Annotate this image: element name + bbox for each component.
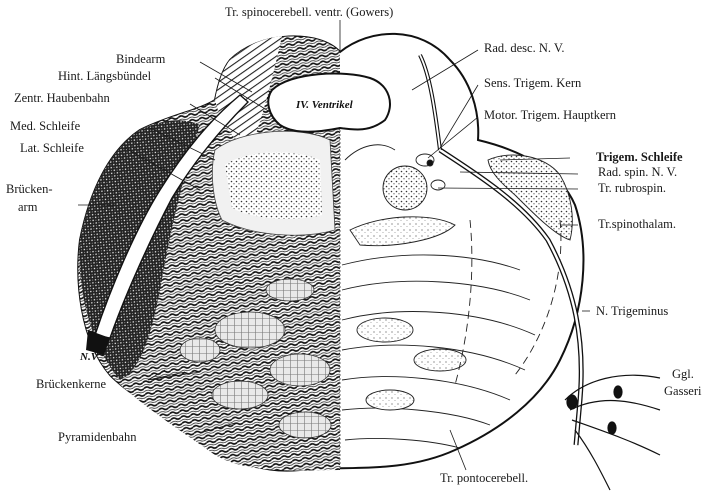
label-tr-pontocerebell: Tr. pontocerebell. xyxy=(440,471,528,485)
label-rad-spin-n-v: Rad. spin. N. V. xyxy=(598,165,677,179)
label-bindearm: Bindearm xyxy=(116,52,166,66)
label-hint-laengsbuendel: Hint. Längsbündel xyxy=(58,69,152,83)
label-n-trigeminus: N. Trigeminus xyxy=(596,304,668,318)
label-tr-spinothalam: Tr.spinothalam. xyxy=(598,217,676,231)
label-pyramidenbahn: Pyramidenbahn xyxy=(58,430,137,444)
label-iv-ventrikel: IV. Ventrikel xyxy=(295,99,354,111)
label-rad-desc-n-v: Rad. desc. N. V. xyxy=(484,41,564,55)
label-brueckenarm-1: Brücken- xyxy=(6,182,53,196)
label-lat-schleife: Lat. Schleife xyxy=(20,141,84,155)
label-sens-trigem-kern: Sens. Trigem. Kern xyxy=(484,76,582,90)
label-zentr-haubenbahn: Zentr. Haubenbahn xyxy=(14,91,111,105)
label-gasseri: Gasseri xyxy=(664,384,702,398)
label-tr-spinocerebell-ventr: Tr. spinocerebell. ventr. (Gowers) xyxy=(225,5,393,19)
label-med-schleife: Med. Schleife xyxy=(10,119,81,133)
label-ggl: Ggl. xyxy=(672,367,694,381)
label-n-v-root: N.V xyxy=(79,351,100,363)
label-trigem-schleife: Trigem. Schleife xyxy=(596,150,683,164)
label-motor-trigem-hauptkern: Motor. Trigem. Hauptkern xyxy=(484,108,617,122)
label-tr-rubrospin: Tr. rubrospin. xyxy=(598,181,666,195)
label-brueckenkerne: Brückenkerne xyxy=(36,377,107,391)
label-brueckenarm-2: arm xyxy=(18,200,38,214)
